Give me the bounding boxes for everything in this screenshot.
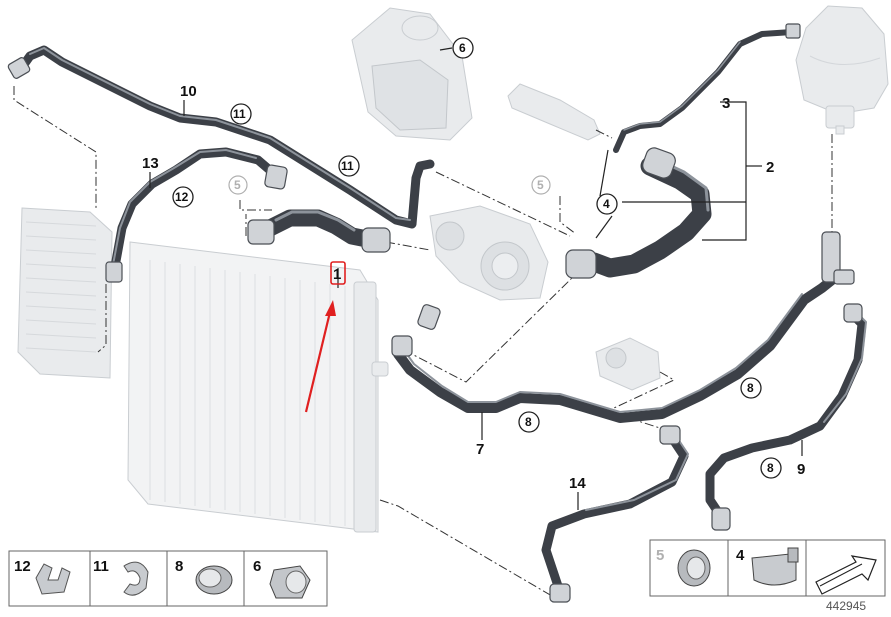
part-label-3: 3 bbox=[722, 95, 730, 112]
callout-6: 6 bbox=[452, 37, 474, 59]
hose-9 bbox=[705, 303, 867, 531]
part-label-2: 2 bbox=[766, 159, 774, 176]
legend-label-11: 11 bbox=[93, 558, 109, 575]
thermostat-housing bbox=[429, 205, 549, 301]
diagram-id: 442945 bbox=[826, 599, 866, 613]
legend-label-6: 6 bbox=[253, 558, 261, 575]
oil-cooler bbox=[17, 207, 113, 379]
legend-item-11: 11 bbox=[93, 558, 149, 596]
callout-label-5b: 5 bbox=[537, 178, 544, 192]
legend-label-4: 4 bbox=[736, 547, 745, 564]
thermostat-element bbox=[507, 83, 601, 141]
legend-item-8: 8 bbox=[175, 558, 233, 595]
hose-14 bbox=[541, 425, 689, 603]
callout-label-5a: 5 bbox=[234, 178, 241, 192]
hose-2 bbox=[565, 147, 712, 279]
callout-8-b: 8 bbox=[740, 377, 762, 399]
hose-3 bbox=[613, 23, 801, 153]
auxiliary-pump-unit bbox=[351, 7, 473, 141]
callout-label-4: 4 bbox=[603, 197, 610, 211]
part-label-13: 13 bbox=[142, 155, 159, 172]
hose-13 bbox=[105, 147, 288, 283]
legend-label-12: 12 bbox=[14, 558, 31, 575]
callout-8-a: 8 bbox=[518, 411, 540, 433]
legend-label-8: 8 bbox=[175, 558, 183, 575]
hoses bbox=[7, 23, 867, 603]
clip-11-icon bbox=[123, 561, 149, 596]
part-label-7: 7 bbox=[476, 441, 484, 458]
legend-item-6: 6 bbox=[253, 558, 311, 599]
hose-7 bbox=[391, 275, 837, 423]
legend-right: 5 4 bbox=[649, 539, 886, 597]
callout-11-b: 11 bbox=[338, 155, 360, 177]
clip-4-icon bbox=[751, 547, 799, 586]
t-fitting bbox=[821, 231, 855, 285]
legend-item-5: 5 bbox=[656, 547, 711, 587]
callout-11-a: 11 bbox=[230, 103, 252, 125]
legend-label-5: 5 bbox=[656, 547, 664, 564]
callout-label-8b: 8 bbox=[747, 381, 754, 395]
highlight-arrow bbox=[304, 300, 336, 413]
callout-8-c: 8 bbox=[760, 457, 782, 479]
callout-4: 4 bbox=[596, 193, 618, 215]
radiator bbox=[127, 241, 389, 533]
callout-label-8a: 8 bbox=[525, 415, 532, 429]
direction-arrow-icon bbox=[815, 555, 877, 595]
part-label-1: 1 bbox=[333, 266, 341, 283]
callout-label-11b: 11 bbox=[341, 159, 354, 173]
callout-label-12: 12 bbox=[175, 190, 189, 204]
legend-left: 12 11 8 6 bbox=[8, 550, 328, 607]
expansion-tank bbox=[795, 5, 889, 135]
callout-5-a: 5 bbox=[228, 175, 248, 195]
legend-item-4: 4 bbox=[736, 547, 799, 586]
part-label-9: 9 bbox=[797, 461, 805, 478]
clamp-5-icon bbox=[677, 549, 711, 587]
legend-item-12: 12 bbox=[14, 558, 71, 595]
part-label-10: 10 bbox=[180, 83, 197, 100]
connector-6-icon bbox=[269, 565, 311, 599]
hose-1 bbox=[247, 209, 391, 253]
part-1-box bbox=[330, 261, 346, 285]
clamp-8-icon bbox=[195, 565, 233, 595]
callout-label-11a: 11 bbox=[233, 107, 246, 121]
hose-10 bbox=[7, 45, 435, 229]
part-labels: 1 2 3 7 9 10 13 14 11 11 12 5 5 6 4 8 8 … bbox=[142, 37, 805, 492]
part-label-14: 14 bbox=[569, 475, 586, 492]
leader-lines bbox=[149, 47, 803, 510]
electric-water-pump bbox=[595, 337, 661, 391]
callout-12: 12 bbox=[172, 186, 194, 208]
callout-label-8c: 8 bbox=[767, 461, 774, 475]
callout-label-6: 6 bbox=[459, 41, 466, 55]
callout-5-b: 5 bbox=[531, 175, 551, 195]
clip-12-icon bbox=[35, 563, 71, 595]
